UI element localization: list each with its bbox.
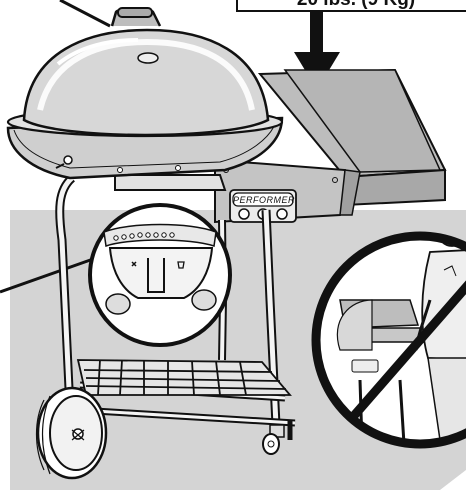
wire-shelf bbox=[78, 360, 290, 395]
weight-limit-label: 20 lbs. (9 Kg) bbox=[236, 0, 466, 12]
ash-catcher-callout bbox=[90, 205, 230, 345]
brand-plate: PERFORMER bbox=[233, 193, 293, 207]
kettle-grill bbox=[8, 8, 282, 178]
cart-wheel bbox=[37, 388, 107, 478]
leader-line-top bbox=[60, 0, 110, 26]
